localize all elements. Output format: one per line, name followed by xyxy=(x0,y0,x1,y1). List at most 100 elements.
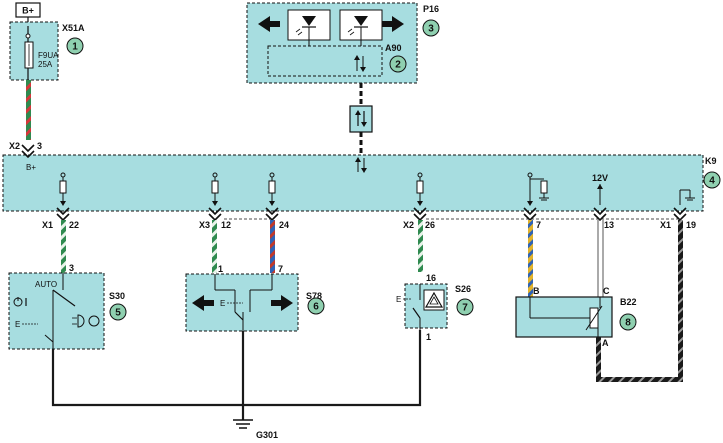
hazard-switch-pin-top: 16 xyxy=(426,273,436,283)
svg-text:X1: X1 xyxy=(42,220,53,230)
svg-text:2: 2 xyxy=(395,60,401,71)
callout-3 xyxy=(422,19,440,37)
svg-text:19: 19 xyxy=(686,220,696,230)
bcm-pin-13: 13 xyxy=(593,207,614,230)
resistor-icon xyxy=(59,172,67,206)
lamp-icon xyxy=(287,9,331,46)
wire-yellow-blue-7 xyxy=(528,220,533,297)
display-module-code: A90 xyxy=(385,43,402,53)
bidirectional-arrow-icon xyxy=(355,110,367,127)
wire-green-white-12 xyxy=(212,220,217,273)
ground-icon xyxy=(233,419,253,429)
bidirectional-arrow-icon xyxy=(355,157,367,173)
resistor-icon xyxy=(416,172,424,206)
fuse-block-code: X51A xyxy=(62,23,85,33)
display-module xyxy=(267,45,383,77)
turn-switch-pin-left: 1 xyxy=(218,264,223,274)
wire-black-sensor-return xyxy=(596,377,683,382)
light-sensor-pin-b: B xyxy=(533,286,540,296)
resistor-icon xyxy=(211,172,219,206)
ground-wiring xyxy=(51,330,422,420)
light-switch: S30 5 3 AUTO E xyxy=(8,263,127,350)
wire-white-13 xyxy=(597,220,604,297)
bcm-supply-label: B+ xyxy=(26,163,36,172)
callout-1 xyxy=(66,37,84,55)
svg-text:3: 3 xyxy=(428,24,434,35)
resistor-icon xyxy=(527,172,549,206)
light-switch-pin: 3 xyxy=(69,263,74,273)
fuse-block: X51A 1 F9UA 25A xyxy=(9,21,85,81)
light-sensor: B22 8 B C A xyxy=(515,286,637,348)
wire-green-white-26 xyxy=(418,220,423,272)
lamp-icon xyxy=(339,9,383,46)
callout-5 xyxy=(109,303,127,321)
headlight-icon xyxy=(72,314,100,328)
hazard-switch: S26 7 16 1 E xyxy=(396,273,474,342)
bcm-supply-connector: X2 xyxy=(9,141,20,151)
resistor-icon xyxy=(268,172,276,206)
svg-text:6: 6 xyxy=(313,302,319,313)
light-sensor-pin-c: C xyxy=(603,286,610,296)
svg-text:26: 26 xyxy=(425,220,435,230)
svg-text:12: 12 xyxy=(221,220,231,230)
callout-6 xyxy=(307,297,325,315)
callout-7 xyxy=(456,298,474,316)
hazard-triangle-icon xyxy=(423,289,445,311)
ground-icon xyxy=(679,189,695,205)
svg-text:5: 5 xyxy=(115,308,121,319)
bidirectional-arrow-icon xyxy=(354,55,366,72)
fuse-icon xyxy=(24,41,34,69)
wire-green-white-22 xyxy=(61,220,66,273)
svg-text:4: 4 xyxy=(709,176,715,187)
light-switch-code: S30 xyxy=(109,291,125,301)
bcm-supply-pin: 3 xyxy=(37,141,42,151)
callout-2 xyxy=(389,55,407,73)
svg-text:E: E xyxy=(220,299,225,308)
light-sensor-pin-a: A xyxy=(602,338,609,348)
hazard-switch-code: S26 xyxy=(455,284,471,294)
battery-supply: B+ xyxy=(15,2,41,26)
svg-text:1: 1 xyxy=(72,42,78,53)
wire-blue-red-24 xyxy=(270,220,275,273)
svg-text:8: 8 xyxy=(625,318,631,329)
fuse-name: F9UA xyxy=(38,51,59,60)
power-icon xyxy=(13,297,27,307)
ground-code: G301 xyxy=(256,430,278,440)
fuse-rating: 25A xyxy=(38,60,53,69)
svg-text:X2: X2 xyxy=(403,220,414,230)
turn-switch-pin-right: 7 xyxy=(278,264,283,274)
body-control-module: K9 4 X2 3 B+ xyxy=(2,141,721,212)
supply-label: B+ xyxy=(22,6,34,16)
turn-switch-code: S78 xyxy=(306,291,322,301)
arrow-left-icon xyxy=(192,295,214,311)
light-sensor-icon xyxy=(585,305,603,331)
svg-text:E: E xyxy=(15,320,20,329)
bcm-code: K9 xyxy=(705,156,717,166)
connector-chevron xyxy=(21,144,35,159)
parking-light-icon: E xyxy=(15,320,38,329)
display-unit: P16 3 A90 2 xyxy=(246,2,440,84)
light-sensor-code: B22 xyxy=(620,297,637,307)
bus-connector xyxy=(349,105,373,133)
turn-signal-switch: S78 6 1 7 E xyxy=(185,264,325,360)
svg-text:24: 24 xyxy=(279,220,289,230)
svg-text:7: 7 xyxy=(536,220,541,230)
svg-text:13: 13 xyxy=(604,220,614,230)
svg-text:7: 7 xyxy=(462,303,468,314)
bcm-sensor-supply: 12V xyxy=(592,173,608,183)
arrow-right-icon xyxy=(271,295,293,311)
svg-text:X3: X3 xyxy=(199,220,210,230)
hazard-switch-pin-bottom: 1 xyxy=(426,332,431,342)
light-switch-auto: AUTO xyxy=(35,280,57,289)
svg-text:E: E xyxy=(396,295,401,304)
wire-black-sensor-a xyxy=(596,337,601,380)
arrow-right-icon xyxy=(382,16,404,32)
arrow-left-icon xyxy=(258,16,280,32)
callout-4 xyxy=(703,171,721,189)
svg-text:X1: X1 xyxy=(660,220,671,230)
callout-8 xyxy=(619,313,637,331)
svg-text:22: 22 xyxy=(69,220,79,230)
wire-supply-red-green xyxy=(26,80,31,140)
wire-black-ground-19 xyxy=(678,220,683,380)
